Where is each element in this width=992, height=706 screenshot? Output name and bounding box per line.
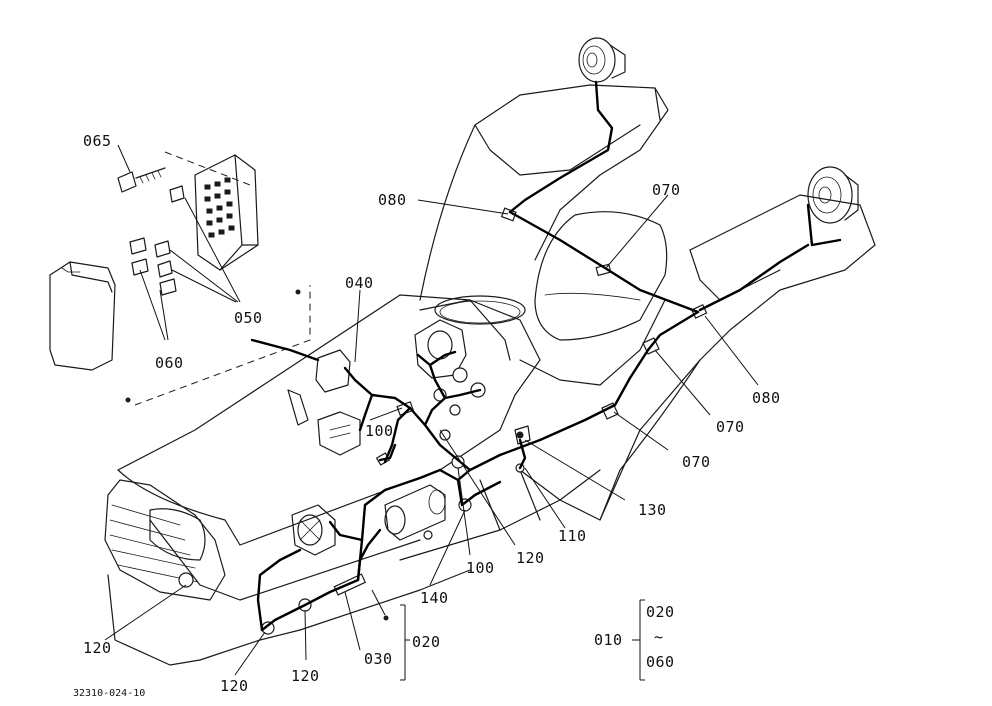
label-100-left: 100 — [365, 422, 394, 440]
label-060: 060 — [155, 354, 184, 372]
label-120-bottom1: 120 — [220, 677, 249, 695]
legend-060: 060 — [646, 653, 675, 671]
label-070-lower: 070 — [682, 453, 711, 471]
label-120-bottom2: 120 — [291, 667, 320, 685]
label-120-left: 120 — [83, 639, 112, 657]
label-040: 040 — [345, 274, 374, 292]
bracket-020 — [400, 604, 410, 681]
fuse-box-assembly — [49, 151, 311, 406]
drawing-reference: 32310-024-10 — [73, 688, 145, 699]
label-065: 065 — [83, 132, 112, 150]
label-130: 130 — [638, 501, 667, 519]
leader-lines — [104, 144, 759, 676]
legend-tilde: ~ — [654, 628, 664, 646]
legend-bracket — [632, 599, 645, 681]
left-rear-lamp — [578, 37, 626, 83]
label-110: 110 — [558, 527, 587, 545]
part-labels: 065 050 060 040 080 070 080 070 070 130 … — [83, 132, 781, 695]
label-140: 140 — [420, 589, 449, 607]
label-120-mid: 120 — [516, 549, 545, 567]
tractor-body-outline — [104, 84, 876, 666]
label-020-main: 020 — [412, 633, 441, 651]
right-rear-lamp — [807, 166, 859, 224]
label-070-top: 070 — [652, 181, 681, 199]
wiring-harness — [250, 80, 842, 632]
legend-010: 010 — [594, 631, 623, 649]
legend-020: 020 — [646, 603, 675, 621]
label-080-top: 080 — [378, 191, 407, 209]
label-030: 030 — [364, 650, 393, 668]
label-050: 050 — [234, 309, 263, 327]
legend: 010 020 ~ 060 — [594, 603, 675, 671]
label-070-right: 070 — [716, 418, 745, 436]
label-080-right: 080 — [752, 389, 781, 407]
label-100-bottom: 100 — [466, 559, 495, 577]
